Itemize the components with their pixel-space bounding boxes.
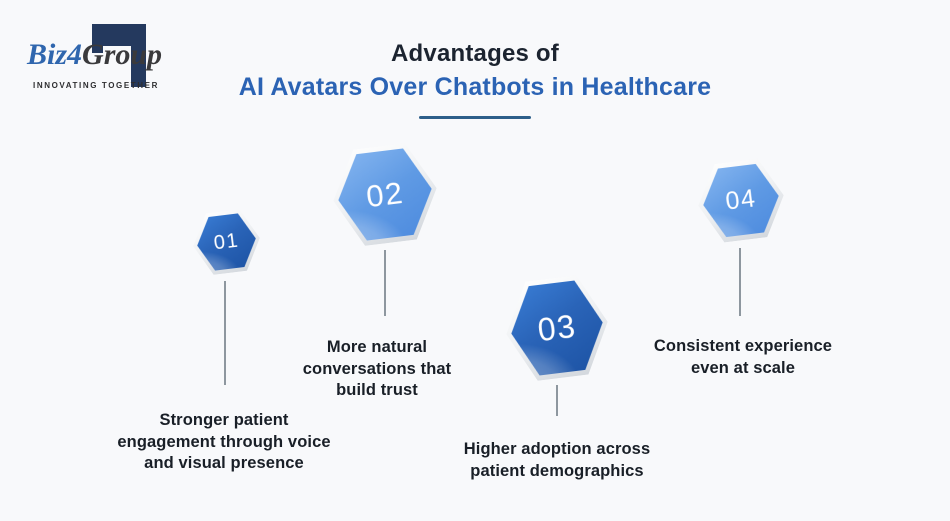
hexagon-badge-2: 02 — [327, 140, 442, 249]
logo-bracket-icon — [131, 24, 146, 87]
hexagon-badge-4: 04 — [694, 156, 789, 245]
page-header: Advantages of AI Avatars Over Chatbots i… — [0, 40, 950, 119]
title-line-2: AI Avatars Over Chatbots in Healthcare — [238, 73, 712, 101]
hexagon-badge-1: 01 — [189, 207, 263, 277]
hexagon-face-2: 02 — [333, 146, 437, 244]
logo-text-group: Group — [82, 38, 163, 71]
advantage-label-2: More natural conversations that build tr… — [302, 338, 452, 399]
title-line-1: Advantages of — [391, 40, 559, 67]
step-number-1: 01 — [212, 229, 241, 254]
connector-line-1 — [224, 281, 226, 385]
hexagon-face-4: 04 — [699, 162, 783, 240]
biz4group-logo: Biz4Group INNOVATING TOGETHER — [0, 0, 180, 110]
logo-text-biz: Biz — [27, 38, 68, 71]
connector-line-4 — [739, 248, 741, 316]
hexagon-badge-3: 03 — [500, 272, 613, 384]
advantage-label-3: Higher adoption across patient demograph… — [463, 440, 651, 480]
advantage-label-1: Stronger patient engagement through voic… — [117, 411, 331, 472]
connector-line-3 — [556, 385, 558, 416]
step-number-3: 03 — [535, 307, 579, 348]
title-underline — [419, 116, 531, 119]
hexagon-face-3: 03 — [506, 278, 608, 379]
logo-wordmark: Biz4Group — [27, 40, 162, 70]
hexagon-face-1: 01 — [194, 212, 259, 273]
connector-line-2 — [384, 250, 386, 316]
step-number-2: 02 — [364, 174, 406, 214]
logo-text-4: 4 — [67, 38, 83, 71]
step-number-4: 04 — [723, 184, 758, 216]
logo-tagline: INNOVATING TOGETHER — [33, 81, 159, 90]
advantage-label-4: Consistent experience even at scale — [653, 337, 833, 377]
logo-bracket-icon — [92, 46, 103, 53]
